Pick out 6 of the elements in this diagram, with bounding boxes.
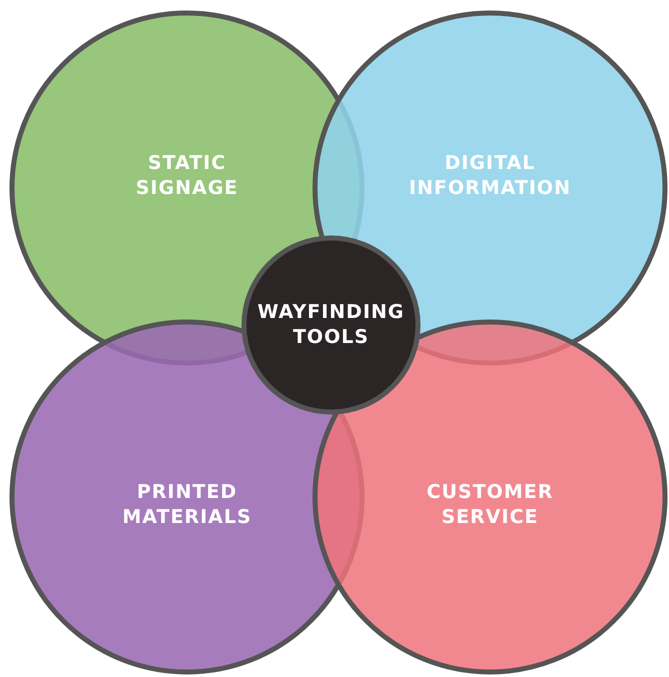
circle-label: STATIC SIGNAGE (134, 151, 240, 201)
circle-label: PRINTED MATERIALS (121, 480, 253, 530)
circle-label: WAYFINDING TOOLS (256, 300, 406, 350)
circle-label: CUSTOMER SERVICE (426, 480, 554, 530)
circle-label: DIGITAL INFORMATION (408, 151, 572, 201)
center-circle (241, 235, 421, 415)
